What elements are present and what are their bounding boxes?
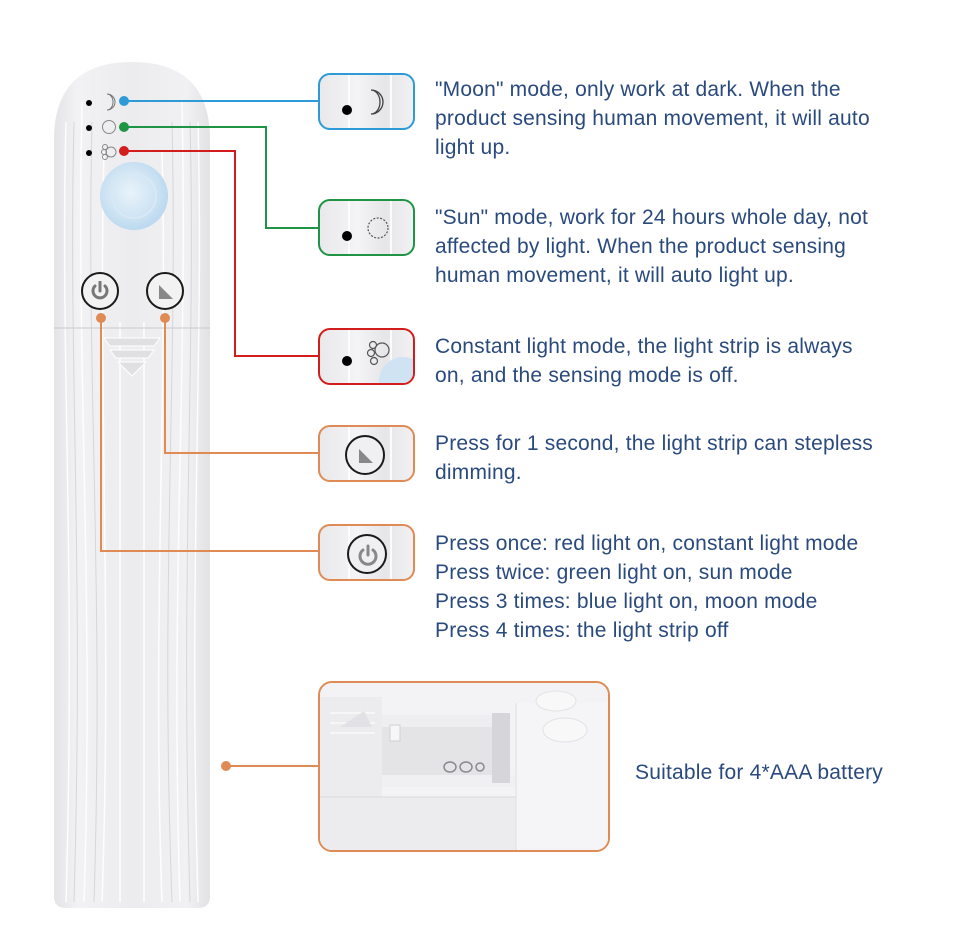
power-anchor-dot bbox=[96, 313, 106, 323]
description-line: Press once: red light on, constant light… bbox=[435, 532, 859, 555]
constant-connector bbox=[124, 150, 318, 357]
description-line: "Sun" mode, work for 24 hours whole day,… bbox=[435, 206, 869, 229]
led-dot bbox=[342, 105, 352, 115]
callout-battery bbox=[318, 681, 610, 852]
callout-dimmer bbox=[318, 425, 415, 482]
dimmer-button-closeup bbox=[345, 435, 385, 475]
description-line: Press 3 times: blue light on, moon mode bbox=[435, 590, 818, 613]
sun-icon bbox=[367, 217, 389, 239]
constant-led-red bbox=[119, 146, 129, 156]
power-icon bbox=[91, 281, 109, 300]
dimmer-button[interactable] bbox=[146, 272, 184, 310]
led-dot bbox=[86, 100, 92, 106]
motion-sensor-lens bbox=[100, 162, 168, 230]
description-line: Suitable for 4*AAA battery bbox=[635, 761, 884, 784]
description-sun: "Sun" mode, work for 24 hours whole day,… bbox=[435, 203, 868, 290]
callout-moon bbox=[318, 73, 415, 130]
triangle-dimmer-icon bbox=[359, 449, 373, 463]
callout-sun bbox=[318, 199, 415, 256]
description-constant: Constant light mode, the light strip is … bbox=[435, 332, 853, 390]
description-line: Press 4 times: the light strip off bbox=[435, 619, 729, 642]
paw-icon bbox=[101, 144, 117, 160]
led-dot bbox=[86, 125, 92, 131]
moon-icon bbox=[106, 93, 116, 111]
dimmer-anchor-dot bbox=[160, 313, 170, 323]
power-button-closeup bbox=[347, 534, 387, 574]
description-line: product sensing human movement, it will … bbox=[435, 107, 870, 130]
indicator-constant bbox=[86, 144, 126, 160]
indicator-sun bbox=[86, 120, 126, 135]
description-power: Press once: red light on, constant light… bbox=[435, 529, 858, 645]
description-moon: "Moon" mode, only work at dark. When the… bbox=[435, 75, 870, 162]
sun-led-green bbox=[119, 122, 129, 132]
paw-icon bbox=[366, 340, 390, 366]
indicator-moon bbox=[86, 93, 126, 111]
power-icon bbox=[358, 544, 378, 566]
callout-constant bbox=[318, 328, 415, 385]
led-dot bbox=[342, 231, 352, 241]
description-battery: Suitable for 4*AAA battery bbox=[635, 758, 883, 787]
triangle-dimmer-icon bbox=[159, 285, 173, 299]
moon-led-blue bbox=[119, 96, 129, 106]
description-line: Constant light mode, the light strip is … bbox=[435, 335, 853, 358]
battery-compartment-image bbox=[320, 683, 608, 850]
dimmer-connector bbox=[164, 318, 318, 454]
power-button[interactable] bbox=[81, 272, 119, 310]
description-line: dimming. bbox=[435, 461, 522, 484]
description-line: "Moon" mode, only work at dark. When the bbox=[435, 78, 841, 101]
description-line: affected by light. When the product sens… bbox=[435, 235, 846, 258]
led-dot bbox=[86, 150, 92, 156]
moon-icon bbox=[370, 89, 384, 115]
description-line: on, and the sensing mode is off. bbox=[435, 364, 739, 387]
sun-icon bbox=[102, 120, 116, 134]
description-line: Press twice: green light on, sun mode bbox=[435, 561, 793, 584]
battery-anchor-dot bbox=[221, 761, 231, 771]
callout-power bbox=[318, 524, 415, 581]
sun-connector bbox=[124, 126, 318, 229]
description-dimmer: Press for 1 second, the light strip can … bbox=[435, 429, 873, 487]
power-connector bbox=[100, 318, 318, 552]
description-line: human movement, it will auto light up. bbox=[435, 264, 794, 287]
description-line: Press for 1 second, the light strip can … bbox=[435, 432, 873, 455]
led-dot bbox=[342, 356, 352, 366]
description-line: light up. bbox=[435, 136, 511, 159]
